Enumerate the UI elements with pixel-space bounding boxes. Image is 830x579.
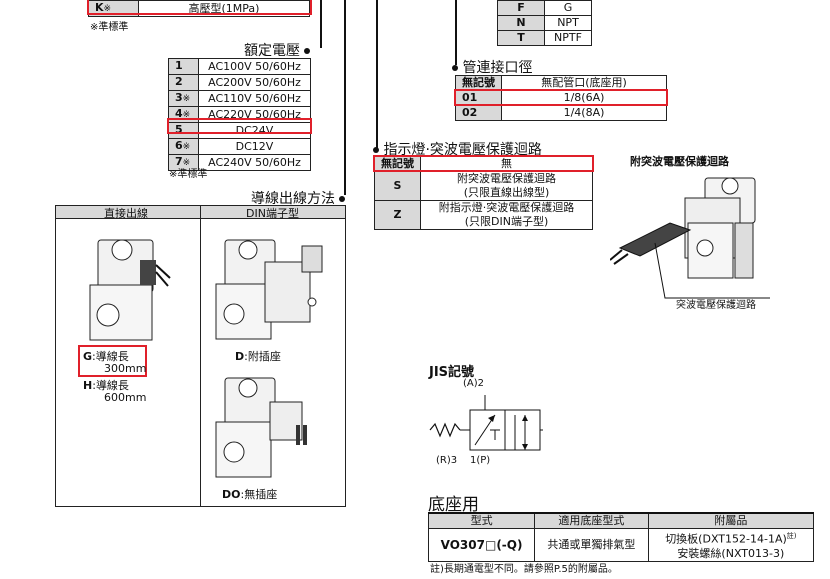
voltage-note: ※準標準 <box>169 169 208 180</box>
voltage-desc: AC200V 50/60Hz <box>198 74 311 91</box>
surge-valve-illustration <box>610 177 770 299</box>
port-title: 管連接口徑 <box>452 57 532 77</box>
jis-a-label: (A)2 <box>463 378 485 389</box>
port-code: 無記號 <box>455 75 502 91</box>
surge-label: 突波電壓保護迴路 <box>676 300 756 311</box>
port-desc: 1/8(6A) <box>501 90 667 106</box>
thread-code: F <box>497 0 545 16</box>
indicator-code-1: S <box>374 171 421 201</box>
jis-title: JIS記號 <box>429 365 475 380</box>
pressure-note: ※準標準 <box>90 22 129 33</box>
pressure-table: K※ 高壓型(1MPa) <box>88 0 310 17</box>
voltage-row: 7※AC240V 50/60Hz <box>168 154 311 171</box>
port-code: 02 <box>455 105 502 121</box>
do-option: DO:無插座 <box>222 488 278 501</box>
leader-line <box>376 0 378 150</box>
surge-title: 附突波電壓保護迴路 <box>630 155 729 168</box>
voltage-code: 5 <box>168 122 199 139</box>
voltage-desc: AC240V 50/60Hz <box>198 154 311 171</box>
leader-line <box>455 0 457 65</box>
wiring-col-din: DIN端子型 <box>246 207 299 220</box>
g-option: G:導線長 <box>83 350 129 363</box>
voltage-code: 2 <box>168 74 199 91</box>
jis-p-label: 1(P) <box>470 455 491 466</box>
indicator-highlight <box>373 155 594 172</box>
thread-desc: NPTF <box>544 30 592 46</box>
voltage-desc: AC110V 50/60Hz <box>198 90 311 107</box>
pressure-desc: 高壓型(1MPa) <box>138 0 310 17</box>
voltage-title: 額定電壓 <box>244 40 311 60</box>
base-accessory: 切換板(DXT152-14-1A)註)安裝螺絲(NXT013-3) <box>647 528 815 562</box>
jis-symbol <box>429 395 543 451</box>
base-table: 型式 適用底座型式 附屬品 VO307□(-Q) 共通或單獨排氣型 切換板(DX… <box>427 512 815 562</box>
base-model: VO307□(-Q) <box>427 528 536 562</box>
wiring-divider <box>200 205 201 507</box>
thread-desc: G <box>544 0 592 16</box>
voltage-code: 1 <box>168 58 199 75</box>
thread-desc: NPT <box>544 15 592 31</box>
port-code: 01 <box>455 90 502 106</box>
din-connector-valve-illustration <box>215 239 323 340</box>
indicator-table: 無記號 無 S 附突波電壓保護迴路(只限直線出線型) Z 附指示燈·突波電壓保護… <box>374 156 593 230</box>
base-title: 底座用 <box>428 495 479 515</box>
wiring-col-direct: 直接出線 <box>104 207 148 220</box>
wiring-title: 導線出線方法 <box>251 188 346 208</box>
leader-line <box>344 0 346 195</box>
port-highlight <box>454 89 668 106</box>
h-option: H:導線長 <box>83 379 129 392</box>
base-footnote: 註)長期通電型不同。請參照P.5的附屬品。 <box>430 564 618 575</box>
indicator-code-2: Z <box>374 200 421 230</box>
g-highlight <box>78 345 147 377</box>
base-header-model: 型式 <box>427 512 536 529</box>
voltage-row: 3※AC110V 50/60Hz <box>168 90 311 107</box>
voltage-code: 6※ <box>168 138 199 155</box>
jis-r-label: (R)3 <box>436 455 458 466</box>
voltage-desc: DC12V <box>198 138 311 155</box>
pressure-code: K※ <box>88 0 139 17</box>
base-applicable: 共通或單獨排氣型 <box>534 528 649 562</box>
voltage-code: 3※ <box>168 90 199 107</box>
thread-code: N <box>497 15 545 31</box>
indicator-title: 指示燈·突波電壓保護迴路 <box>373 139 542 159</box>
indicator-desc-2: 附指示燈·突波電壓保護迴路(只限DIN端子型) <box>420 200 593 230</box>
din-no-connector-valve-illustration <box>215 377 307 478</box>
indicator-desc-1: 附突波電壓保護迴路(只限直線出線型) <box>420 171 593 201</box>
leader-line <box>320 0 322 48</box>
direct-lead-valve-illustration <box>89 239 171 341</box>
base-header-accessory: 附屬品 <box>647 512 815 529</box>
voltage-highlight <box>167 118 312 134</box>
voltage-desc: AC100V 50/60Hz <box>198 58 311 75</box>
d-option: D:附插座 <box>235 350 281 363</box>
voltage-row: 6※DC12V <box>168 138 311 155</box>
thread-code: T <box>497 30 545 46</box>
pressure-highlight <box>87 0 312 15</box>
voltage-code: 7※ <box>168 154 199 171</box>
base-header-applicable: 適用底座型式 <box>534 512 649 529</box>
h-length: 600mm <box>104 391 147 404</box>
port-desc: 1/4(8A) <box>501 105 667 121</box>
g-length: 300mm <box>104 362 147 375</box>
